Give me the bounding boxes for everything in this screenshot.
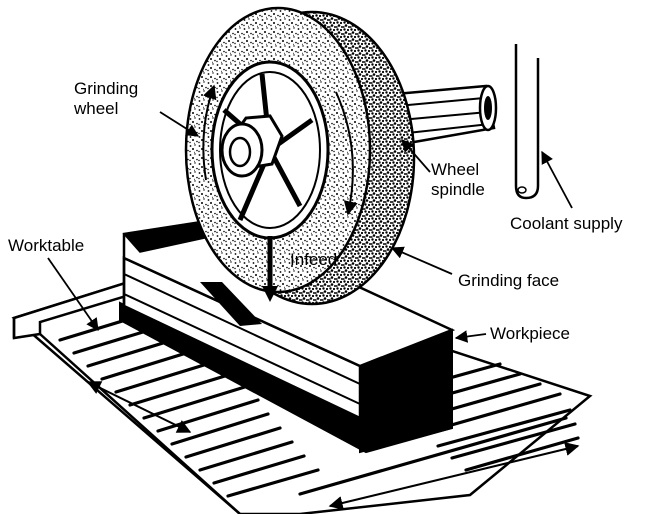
infeed-arrow: [262, 236, 278, 302]
label-wheel-spindle: Wheel spindle: [431, 160, 485, 200]
grinding-wheel: [184, 6, 416, 306]
label-wheel-spindle-line-1: Wheel: [431, 160, 480, 179]
label-grinding-face: Grinding face: [458, 271, 560, 290]
label-grinding-wheel-line-2: wheel: [74, 99, 119, 118]
leader-lines: [47, 111, 573, 343]
label-coolant-supply: Coolant supply: [510, 214, 623, 233]
coolant-pipe: [514, 44, 540, 200]
label-worktable: Worktable: [8, 236, 85, 255]
label-grinding-wheel: Grinding wheel: [74, 79, 138, 119]
label-workpiece: Workpiece: [490, 324, 570, 343]
table-motion-arrows: [86, 381, 580, 510]
label-infeed: Infeed: [290, 250, 338, 269]
label-grinding-wheel-line-1: Grinding: [74, 79, 139, 98]
label-wheel-spindle-line-2: spindle: [431, 180, 485, 199]
